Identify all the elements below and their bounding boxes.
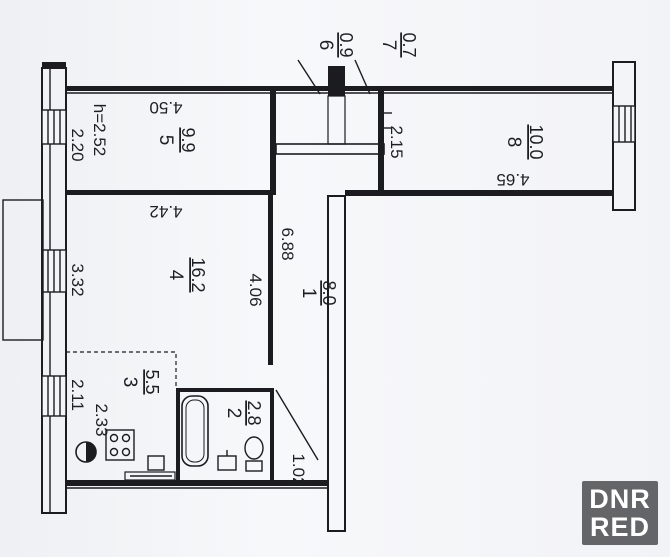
dim-height: h=2.52 [90,104,109,156]
room-1-number: 1 [298,288,319,299]
room-1-label: 1 8.0 [298,280,339,305]
room-5-number: 5 [155,135,176,146]
wall-top-right [345,86,613,91]
dnr-red-watermark: DNR RED [582,481,658,545]
balcony [2,199,44,341]
room-8-number: 8 [503,137,524,148]
window-room-4 [41,249,67,293]
dim-4-65-text: 4.65 [496,170,529,189]
room-5-label: 5 9.9 [155,127,198,152]
kitchen-counter [124,471,176,481]
window-room-5 [41,109,67,145]
room-2-area: 2.8 [244,400,264,425]
gas-meter-icon [75,441,97,463]
wall-room5-right [270,90,276,190]
toilet-icon [244,436,264,472]
dim-1-02: 1.02 [289,453,308,486]
sink-icon [217,450,237,471]
room-3-area: 5.5 [142,369,162,394]
room-4-number: 4 [165,270,186,281]
wall-room5-bottom [66,190,276,195]
room-8-label: 8 10.0 [503,124,546,159]
room-6-label: 6 0.9 [315,32,356,57]
room-4-label: 4 16.2 [165,257,208,292]
dim-2-11-text: 2.11 [68,379,87,411]
door-swing-line [275,389,319,461]
watermark-line-1: DNR [589,484,651,514]
room-6-number: 6 [315,40,336,51]
dim-4-42-text: 4.42 [149,202,182,221]
wall-top-left [66,86,328,91]
column-top [328,66,345,96]
leader-line-room-7 [354,59,371,95]
dim-2-20: 2.20 [68,128,87,161]
dim-4-50: 4.50 [149,98,182,117]
room-2-number: 2 [223,408,244,419]
dim-4-50-text: 4.50 [149,98,182,117]
room-1-area: 8.0 [319,280,339,305]
dim-4-42: 4.42 [149,202,182,221]
dim-4-06-text: 4.06 [246,273,265,306]
kitchen-dashed-boundary [66,351,177,388]
kitchen-sink-icon [147,455,165,471]
dim-2-33: 2.33 [92,403,111,436]
window-room-3 [41,375,67,417]
dim-3-32-text: 3.32 [68,263,87,296]
dim-6-88-text: 6.88 [278,227,297,260]
dim-6-88: 6.88 [278,227,297,260]
wall-bathroom-right [270,388,274,480]
room-7-label: 7 0.7 [378,32,419,57]
wall-room4-right [268,195,273,365]
wall-bathroom-top [176,388,274,392]
room-6-area: 0.9 [336,32,356,57]
wall-left-cap [42,62,66,68]
leader-line-room-6 [297,59,321,95]
dim-2-15-text: 2.15 [387,125,406,158]
room-3-label: 3 5.5 [119,369,162,394]
dim-2-11: 2.11 [68,379,87,411]
room-8-area: 10.0 [526,124,546,159]
wall-central-vertical [327,195,346,532]
wall-room8-bottom [345,190,613,196]
wall-room8-left [378,90,384,190]
room-7-number: 7 [378,40,399,51]
watermark-line-2: RED [589,512,650,542]
room-3-number: 3 [119,377,140,388]
corridor-partition [275,143,385,155]
dim-2-15: 2.15 [387,125,406,158]
stove-icon [105,429,135,461]
room-4-area: 16.2 [188,257,208,292]
dim-2-33-text: 2.33 [92,403,111,436]
bathtub-icon [181,395,209,467]
window-room-8 [612,105,636,143]
wall-bathroom-left [176,388,180,480]
dim-4-65: 4.65 [496,170,529,189]
room-2-label: 2 2.8 [223,400,264,425]
dim-height-text: h=2.52 [90,104,109,156]
room-5-area: 9.9 [178,127,198,152]
wall-bottom [66,480,328,486]
room-7-area: 0.7 [399,32,419,57]
dim-4-06: 4.06 [246,273,265,306]
column-mid [327,95,346,145]
dim-2-20-text: 2.20 [68,128,87,161]
dim-3-32: 3.32 [68,263,87,296]
dim-1-02-text: 1.02 [289,453,308,486]
